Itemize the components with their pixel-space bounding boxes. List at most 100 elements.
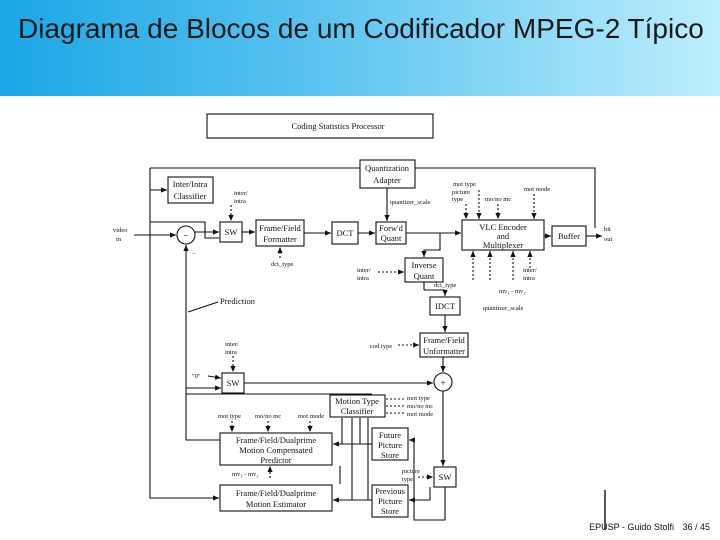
- coding-statistics-processor-block: [206, 113, 434, 139]
- motion-estimator-label-1: Frame/Field/Dualprime: [236, 488, 316, 498]
- adder-symbol: +: [440, 379, 445, 389]
- slide-footer: EPUSP - Guido Stolfi 36 / 45: [583, 522, 710, 532]
- inter-intra-mid-2: intra: [357, 275, 369, 282]
- inverse-quant-label-1: Inverse: [411, 260, 436, 270]
- future-store-label-2: Picture: [378, 440, 402, 450]
- vlc-mo-no-mc: mo/no mc: [485, 196, 511, 203]
- motion-type-label-1: Motion Type: [335, 396, 379, 406]
- subtractor-circle: [176, 225, 196, 245]
- formatter-label-2: Formatter: [263, 234, 297, 244]
- inter-intra-top-2: intra: [234, 198, 246, 205]
- motion-type-label-2: Classifier: [341, 406, 374, 416]
- vlc-label-2: and: [497, 231, 510, 241]
- quantization-adapter-label-1: Quantization: [365, 163, 410, 173]
- mcp-mot-type: mot type: [218, 413, 241, 420]
- subtractor-minus-label: −: [192, 251, 196, 258]
- inverse-quant-block: [404, 257, 444, 283]
- future-picture-store-block: [371, 427, 409, 461]
- video-in-label-1: video: [113, 227, 127, 234]
- future-store-label-1: Future: [379, 430, 401, 440]
- sw-to-previous-line: [409, 487, 431, 503]
- prediction-label: Prediction: [220, 296, 256, 306]
- buffer-feedback-line: [415, 167, 596, 228]
- picture-type-sw-1: picture: [402, 468, 420, 475]
- mtc-mo-no-mc: mo/no mc: [407, 403, 433, 410]
- mc-predictor-label-1: Frame/Field/Dualprime: [236, 435, 316, 445]
- unformatter-label-2: Unformatter: [423, 346, 465, 356]
- inter-intra-low-1: inter/: [225, 341, 239, 348]
- vlc-encoder-block: [461, 219, 545, 251]
- buffer-label: Buffer: [558, 231, 580, 241]
- slide-title: Diagrama de Blocos de um Codificador MPE…: [18, 13, 704, 44]
- bypass-to-sw-line: [150, 221, 219, 239]
- previous-store-label-1: Previous: [375, 486, 405, 496]
- idct-label: IDCT: [435, 301, 456, 311]
- mv-labels-top: mv₁ - mv₂: [499, 288, 526, 295]
- bit-out-label-1: bit: [604, 226, 611, 233]
- prediction-feedback-line: [185, 245, 220, 441]
- switch-top-label: SW: [225, 227, 238, 237]
- motion-estimator-label-2: Motion Estimator: [246, 499, 306, 509]
- mc-predictor-label-3: Predictor: [260, 455, 291, 465]
- vlc-label-3: Multiplexer: [483, 240, 523, 250]
- forward-quant-label-1: Forw'd: [379, 223, 403, 233]
- dct-label: DCT: [337, 228, 355, 238]
- inter-intra-top-1: inter/: [234, 190, 248, 197]
- outer-left-line: [149, 168, 200, 499]
- inverse-quant-label-2: Quant: [414, 271, 435, 281]
- vlc-picture-type-2: type: [452, 196, 463, 203]
- inter-intra-classifier-label-1: Inter/Intra: [173, 179, 208, 189]
- inter-intra-mid-1: inter/: [357, 267, 371, 274]
- zero-to-sw-line: [207, 374, 222, 380]
- previous-store-label-3: Store: [381, 506, 399, 516]
- mc-predictor-label-2: Motion Compensated: [239, 445, 313, 455]
- quantizer-scale-label-top: quantizer_scale: [390, 199, 431, 206]
- inter-intra-classifier-label-2: Classifier: [174, 191, 207, 201]
- switch-bottom-label: SW: [439, 472, 452, 482]
- unformatter-label-1: Frame/Field: [423, 335, 465, 345]
- prediction-leader: [187, 301, 219, 313]
- mc-predictor-block: [219, 432, 333, 466]
- quantizer-scale-label-bottom: quantizer_scale: [483, 305, 524, 312]
- quant-to-invquant-line: [421, 233, 441, 257]
- future-store-label-3: Store: [381, 450, 399, 460]
- footer-divider: [604, 490, 606, 530]
- mtc-mot-type: mot type: [407, 395, 430, 402]
- quantization-adapter-label-2: Adapter: [373, 175, 401, 185]
- bit-out-label-2: out: [604, 236, 613, 243]
- vlc-picture-type-1: picture: [452, 189, 470, 196]
- invquant-to-idct-line: [424, 289, 448, 296]
- vlc-label-1: VLC Encoder: [479, 222, 527, 232]
- subtractor-symbol: −: [183, 232, 188, 242]
- footer-page: 36 / 45: [682, 522, 710, 532]
- previous-store-label-2: Picture: [378, 496, 402, 506]
- vlc-mot-type: mot type: [453, 181, 476, 188]
- inter-intra-classifier-block: [167, 176, 214, 204]
- motion-type-classifier-block: [329, 394, 386, 418]
- mv-labels-bottom: mv₁ - mv₂: [232, 471, 259, 478]
- forward-quant-label-2: Quant: [381, 233, 402, 243]
- dct-type-label-2: dct_type: [434, 282, 456, 289]
- mtc-mot-mode: mot mode: [407, 411, 433, 418]
- footer-author: EPUSP - Guido Stolfi: [589, 522, 674, 532]
- mcp-mo-no-mc: mo/no mc: [255, 413, 281, 420]
- formatter-label-1: Frame/Field: [259, 223, 301, 233]
- vlc-mot-mode: mot mode: [524, 186, 550, 193]
- vlc-inter-intra-2: intra: [523, 275, 535, 282]
- frame-field-unformatter-block: [419, 332, 469, 358]
- motion-estimator-block: [219, 484, 333, 512]
- dct-type-label-1: dct_type: [271, 261, 293, 268]
- switch-mid-label: SW: [227, 378, 240, 388]
- inter-intra-low-2: intra: [225, 349, 237, 356]
- picture-type-sw-2: type: [402, 476, 413, 483]
- title-bar: [0, 0, 720, 96]
- vlc-inter-intra-1: inter/: [523, 267, 537, 274]
- previous-picture-store-block: [371, 484, 409, 518]
- cod-type-label: cod type: [370, 343, 392, 350]
- video-in-label-2: in: [116, 236, 122, 243]
- coding-statistics-processor-label: Coding Statistics Processor: [291, 121, 384, 131]
- sw-to-future-line: [409, 437, 446, 521]
- frame-field-formatter-block: [255, 219, 305, 247]
- zero-label: "0": [192, 373, 201, 380]
